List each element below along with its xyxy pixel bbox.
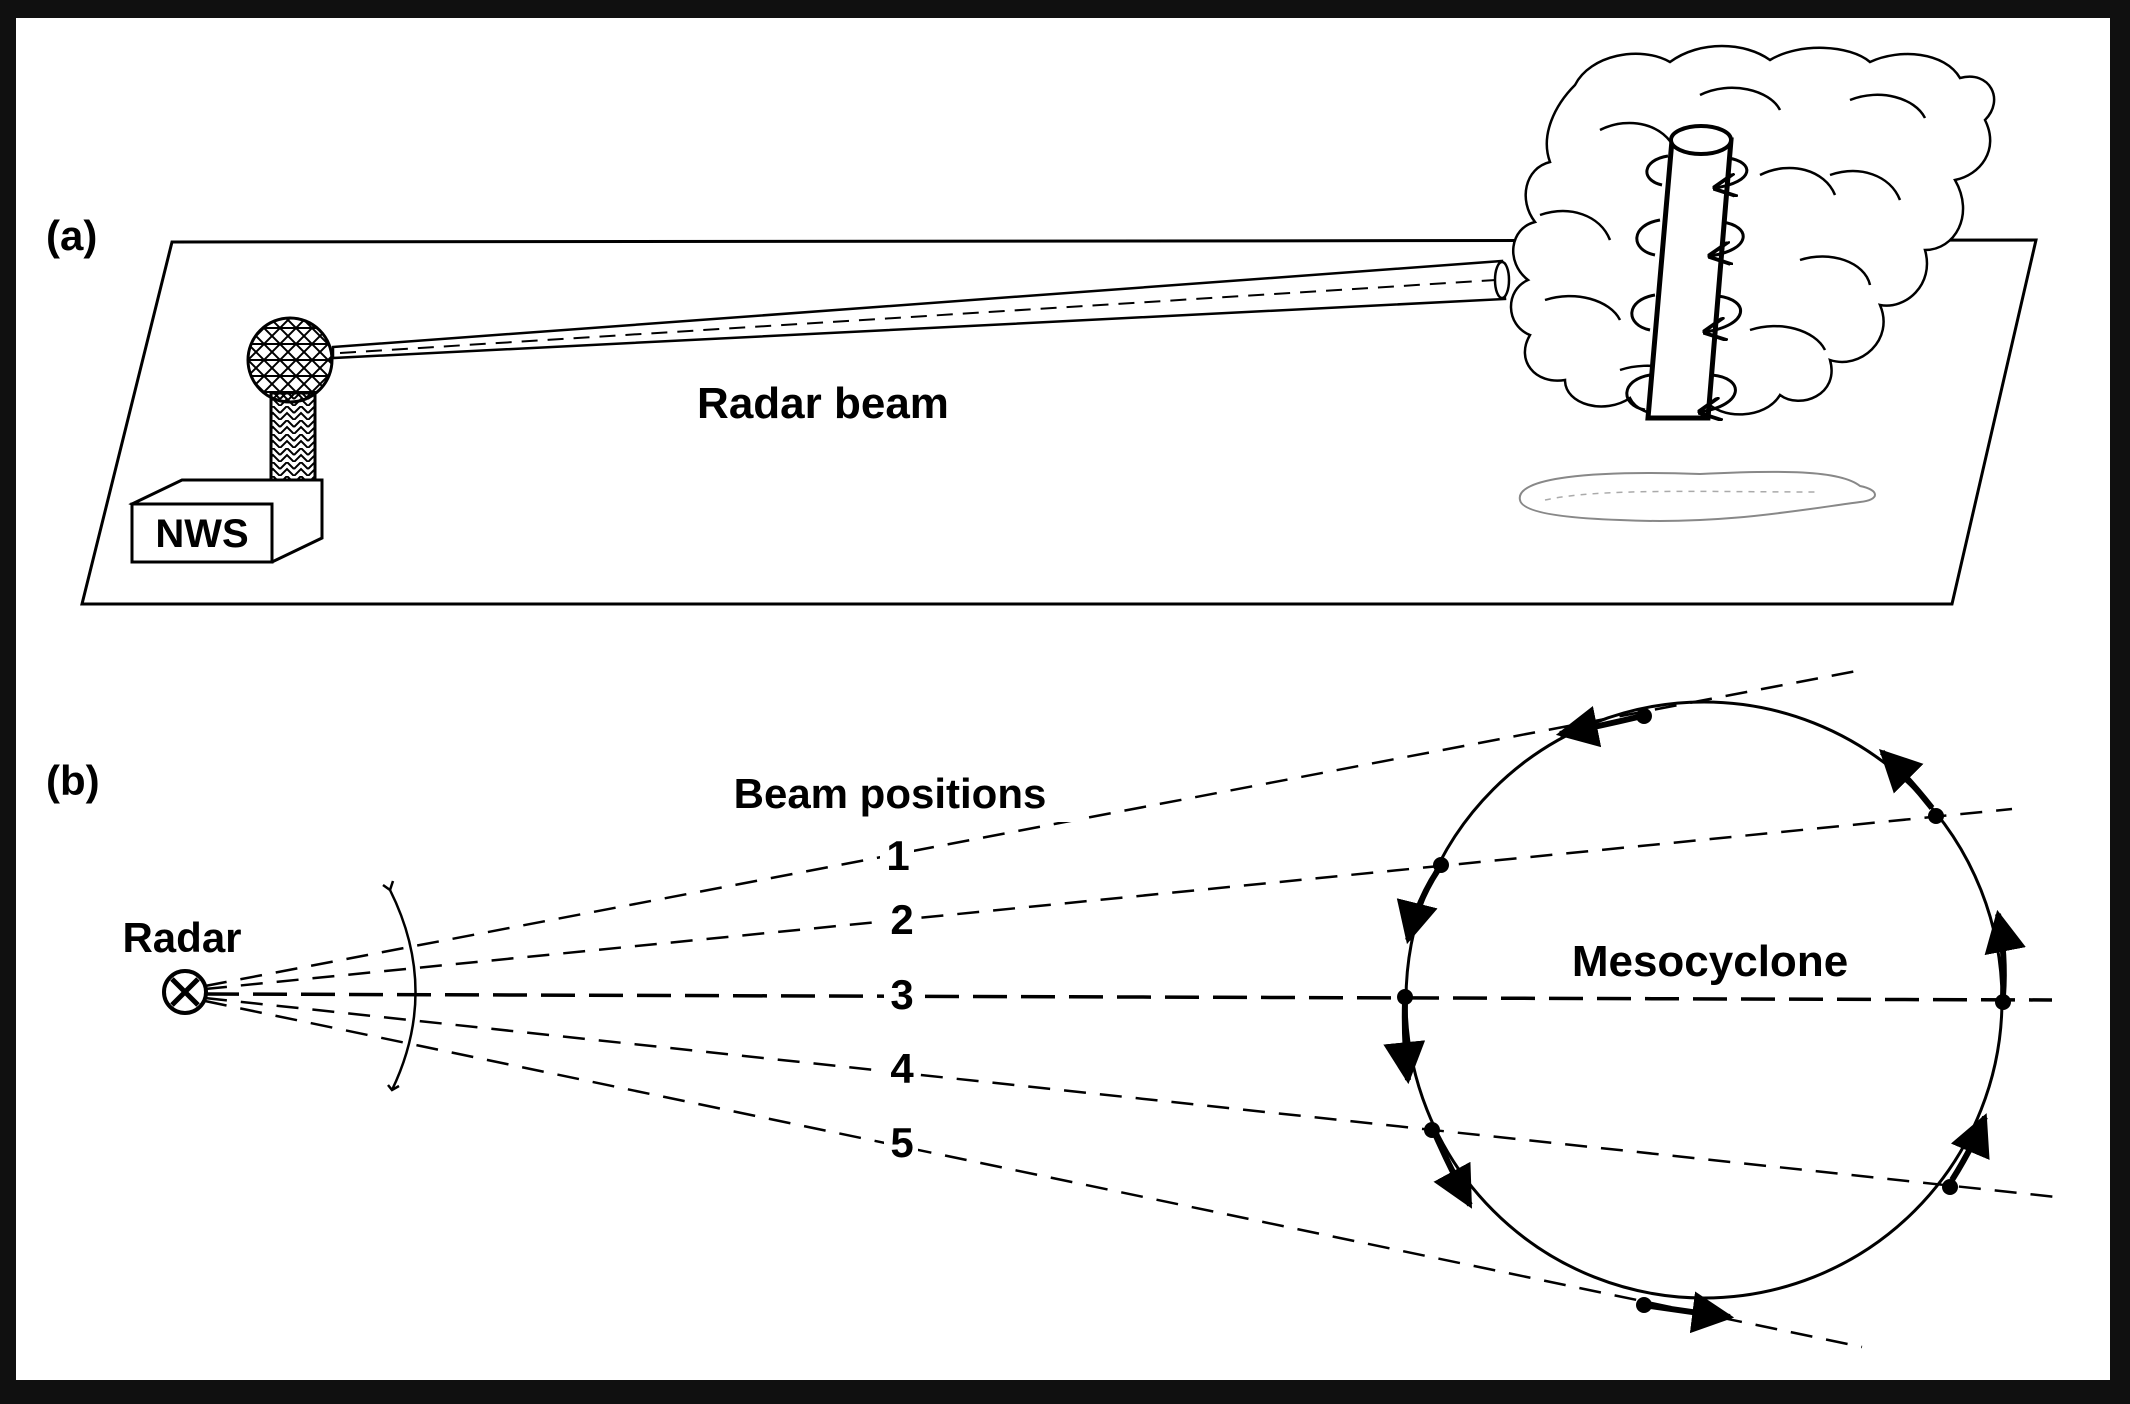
rotation-arrows (1383, 705, 2026, 1334)
beam-number-1: 1 (886, 832, 909, 879)
scan-arc (388, 889, 417, 1091)
storm-cloud (1509, 44, 1996, 417)
panel-a-label: (a) (46, 212, 97, 259)
nws-building-label: NWS (155, 512, 248, 556)
beam-number-2: 2 (890, 896, 913, 943)
radar-dome-icon (246, 316, 334, 404)
panel-a: (a) NWS Radar beam (46, 44, 2038, 606)
radar-tower (269, 391, 317, 487)
radar-beam-label: Radar beam (697, 379, 949, 428)
beam-lines (204, 668, 2057, 1349)
beam-intersection-points (1397, 708, 2011, 1313)
panel-b-label: (b) (46, 757, 100, 804)
radar-station: NWS (128, 316, 334, 564)
rotating-column (1625, 124, 1749, 418)
beam-number-5: 5 (890, 1119, 913, 1166)
radar-label: Radar (122, 914, 241, 961)
radar-beam-tube (331, 259, 1511, 360)
beam-line-2 (204, 807, 2013, 991)
beam-line-3 (204, 992, 2053, 1002)
beam-number-3: 3 (890, 971, 913, 1018)
radar-symbol-icon (162, 969, 208, 1015)
panel-b: (b) Radar Beam positions 1 2 3 4 (46, 668, 2057, 1349)
beam-number-4: 4 (890, 1045, 914, 1092)
mesocyclone-label: Mesocyclone (1572, 937, 1848, 986)
beam-line-5 (204, 999, 1863, 1349)
storm-shadow (1518, 470, 1876, 522)
beam-positions-title: Beam positions (734, 770, 1047, 817)
nws-building-front (130, 502, 274, 564)
beam-line-4 (204, 996, 2057, 1199)
